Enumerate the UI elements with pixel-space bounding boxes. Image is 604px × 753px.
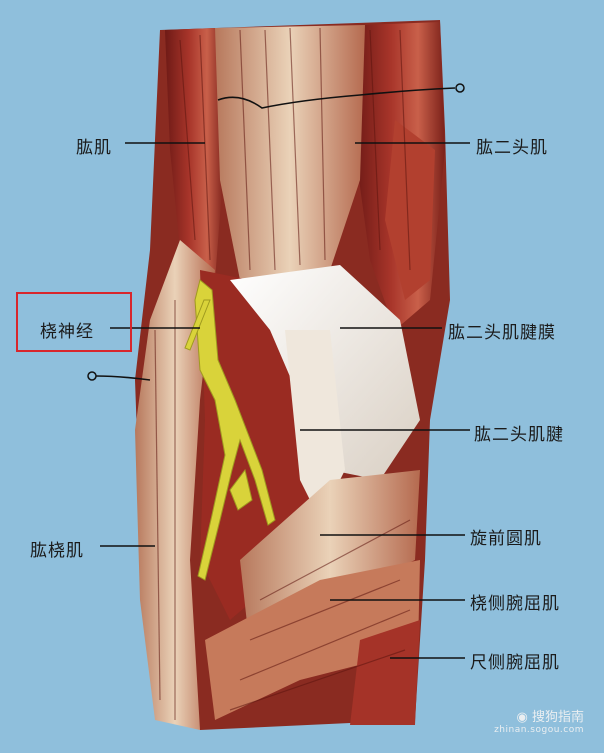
suture-strings <box>95 87 456 381</box>
label-flexor-carpi-ulnaris: 尺侧腕屈肌 <box>470 653 560 673</box>
watermark-url: zhinan.sogou.com <box>494 725 584 735</box>
label-biceps-tendon: 肱二头肌腱 <box>474 425 564 445</box>
suture-loop-left <box>87 371 97 381</box>
watermark-brand: 搜狗指南 <box>531 710 584 725</box>
brachialis-muscle <box>165 28 225 280</box>
radial-nerve-highlight-box <box>16 292 132 352</box>
sogou-watermark: ◉ 搜狗指南 zhinan.sogou.com <box>494 706 584 735</box>
radial-nerve <box>184 279 276 581</box>
flexor-carpi-ulnaris-muscle <box>350 620 420 725</box>
suture-loop-top <box>455 83 465 93</box>
biceps-tendon <box>285 330 345 520</box>
biceps-muscle <box>215 22 445 330</box>
label-pronator-teres: 旋前圆肌 <box>470 529 542 549</box>
muscle-fibers <box>154 27 411 720</box>
label-radial-nerve: 桡神经 <box>40 322 94 342</box>
label-brachialis: 肱肌 <box>76 138 112 158</box>
sogou-logo-icon: ◉ <box>516 710 528 725</box>
label-bicipital-aponeurosis: 肱二头肌腱膜 <box>448 323 556 343</box>
leader-lines <box>100 142 470 659</box>
label-brachioradialis: 肱桡肌 <box>30 541 84 561</box>
label-flexor-carpi-radialis: 桡侧腕屈肌 <box>470 594 560 614</box>
label-biceps: 肱二头肌 <box>476 138 548 158</box>
